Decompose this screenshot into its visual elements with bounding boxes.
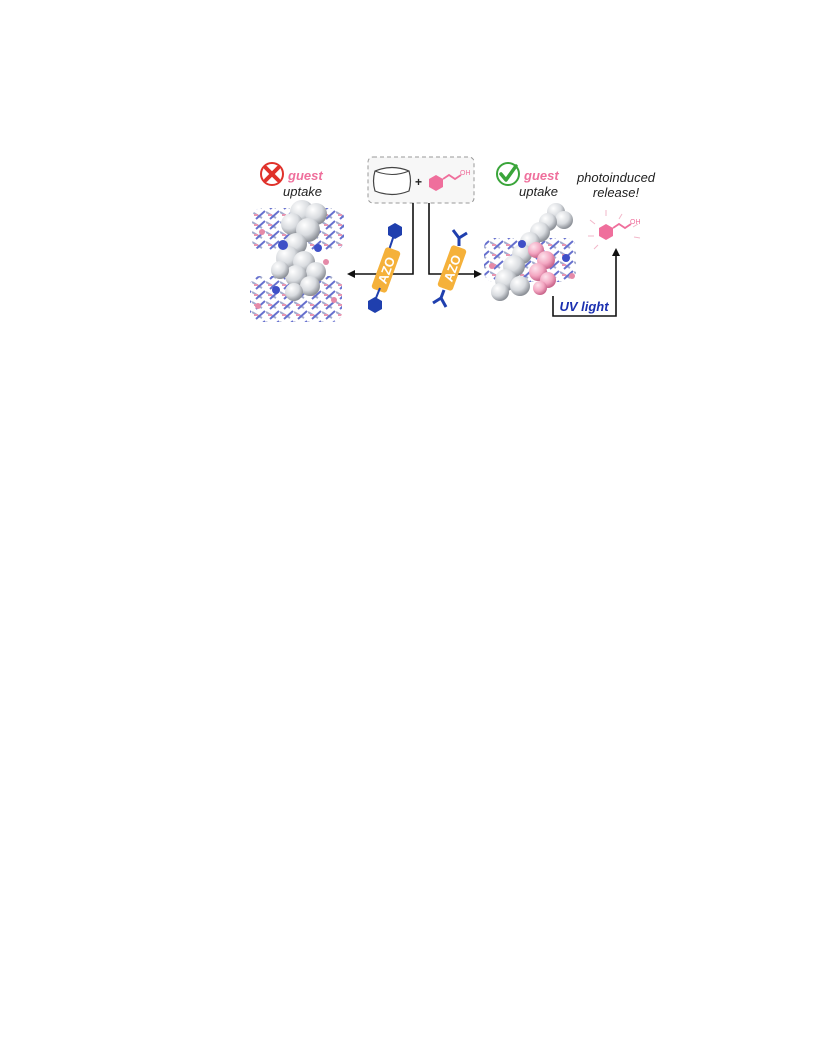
uv-light-label: UV light [559, 299, 609, 314]
guest-molecule-icon: OH [429, 170, 471, 191]
right-linker: AZO [432, 229, 468, 308]
left-hexagon-cap-top [388, 223, 402, 239]
right-arrow [428, 203, 482, 278]
right-guest-label: guest [523, 168, 559, 183]
center-box: + OH [367, 156, 475, 204]
left-molecular-model [250, 200, 344, 322]
left-azo-label: AZO [375, 255, 398, 286]
left-guest-label: guest [287, 168, 323, 183]
right-branch-cap-top [451, 229, 468, 246]
left-panel: guest uptake [250, 162, 344, 322]
cage-cylinder-icon [372, 166, 412, 196]
right-molecular-model [484, 203, 576, 301]
released-guest-icon: OH [588, 210, 641, 250]
release-group: photoinduced release! OH [576, 170, 656, 250]
cross-icon [260, 162, 284, 186]
right-uptake-label: uptake [519, 184, 558, 199]
left-linker: AZO [368, 223, 402, 313]
uv-arrow [552, 248, 620, 317]
release-title-line1: photoinduced [576, 170, 656, 185]
check-icon [496, 162, 520, 186]
left-arrow [347, 203, 414, 278]
uv-light-path: UV light [552, 248, 620, 317]
left-uptake-label: uptake [283, 184, 322, 199]
release-oh-label: OH [630, 219, 641, 226]
plus-sign: + [415, 175, 422, 189]
right-branch-cap-bottom [432, 289, 448, 308]
right-azo-label: AZO [441, 253, 464, 284]
right-panel: guest uptake [484, 162, 576, 301]
release-title-line2: release! [593, 185, 640, 200]
left-hexagon-cap-bottom [368, 297, 382, 313]
guest-oh-label: OH [460, 170, 471, 177]
flow-arrows [347, 203, 482, 278]
